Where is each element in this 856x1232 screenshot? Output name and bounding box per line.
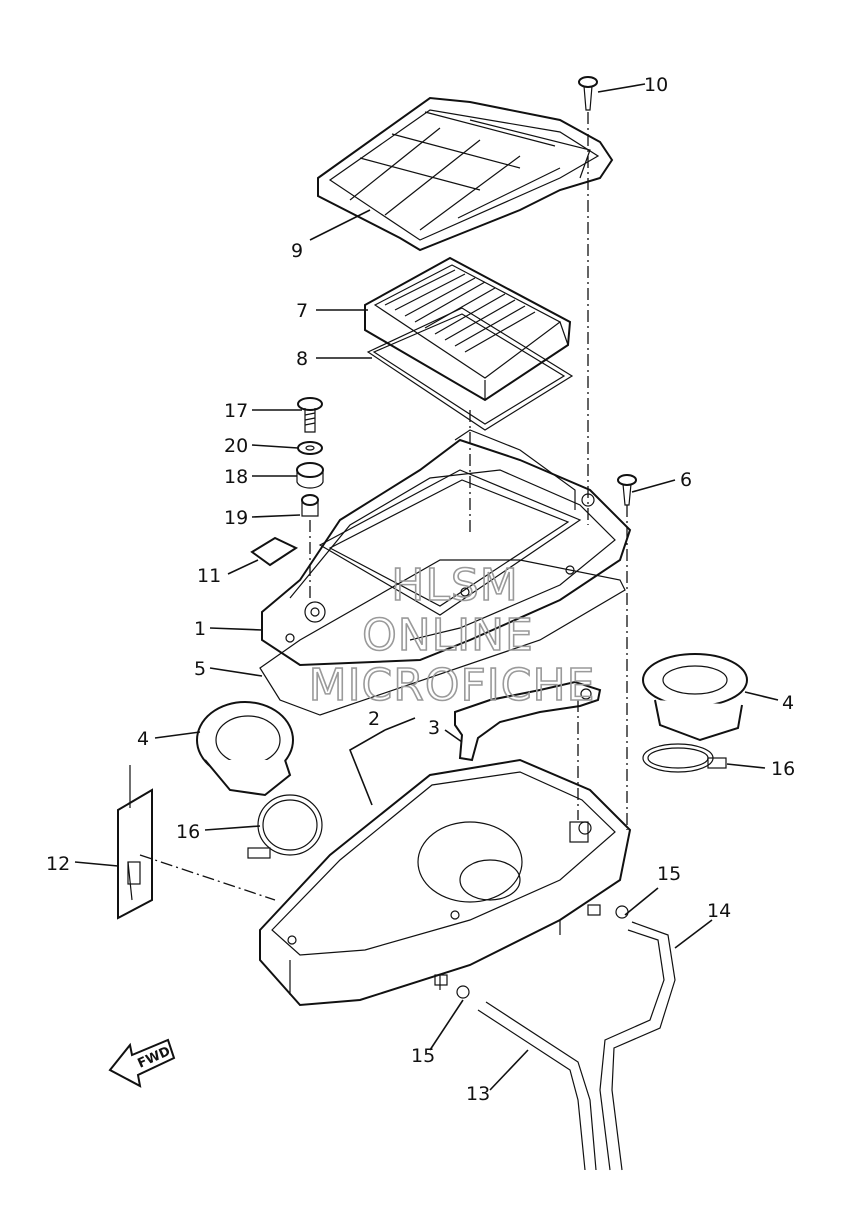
air-box-gasket [259,559,626,716]
screw-6 [617,474,637,506]
label-part-2: 2 [368,708,380,730]
label-part-12: 12 [46,853,70,875]
watermark-line-3: MICROFICHE [309,660,596,711]
watermark-line-1: HLSM [391,560,519,611]
screw-10 [578,76,598,111]
label-part-6: 6 [680,469,692,491]
watermark: HLSM ONLINE MICROFICHE [308,559,596,712]
drain-hose-14 [599,921,676,1171]
label-part-19: 19 [224,507,248,529]
drain-hose-13 [477,1001,597,1171]
label-part-16-left: 16 [176,821,200,843]
grommet-18 [296,462,324,489]
hose-clip-15-right [587,904,629,919]
breather-pipe [454,680,602,762]
label-part-3: 3 [428,717,440,739]
hose-clamp-left [247,794,323,859]
filter-seal-gasket [366,307,574,431]
label-part-16-right: 16 [771,758,795,780]
collar-19 [301,494,319,517]
label-part-1: 1 [194,618,206,640]
washer-20 [297,441,323,455]
watermark-line-2: ONLINE [362,610,534,661]
label-part-13: 13 [466,1083,490,1105]
label-part-20: 20 [224,435,248,457]
intake-joint-right [642,653,748,742]
label-part-18: 18 [224,466,248,488]
hose-clamp-right [642,743,727,773]
leader-lines [74,83,779,1091]
forward-direction-arrow: FWD [108,1038,176,1088]
label-part-4-right: 4 [782,692,794,714]
hose-clip-15-left [434,974,470,999]
part-number-labels: 10 9 7 8 17 20 18 19 6 11 1 5 2 3 4 4 16… [46,74,795,1105]
air-box-cover-grille [317,96,614,252]
label-part-8: 8 [296,348,308,370]
air-filter-element [364,256,572,402]
air-box-lower-case [259,758,632,1007]
label-part-5: 5 [194,658,206,680]
label-part-14: 14 [707,900,731,922]
intake-joint-left [196,701,294,797]
label-part-17: 17 [224,400,248,422]
bolt-17 [297,397,323,433]
label-part-15-right: 15 [657,863,681,885]
label-part-9: 9 [291,240,303,262]
label-part-7: 7 [296,300,308,322]
assembly-centerlines [139,112,628,901]
label-part-11: 11 [197,565,221,587]
label-part-15-left: 15 [411,1045,435,1067]
caution-label [117,765,153,920]
label-tag [250,536,299,567]
label-part-10: 10 [644,74,668,96]
label-part-4-left: 4 [137,728,149,750]
